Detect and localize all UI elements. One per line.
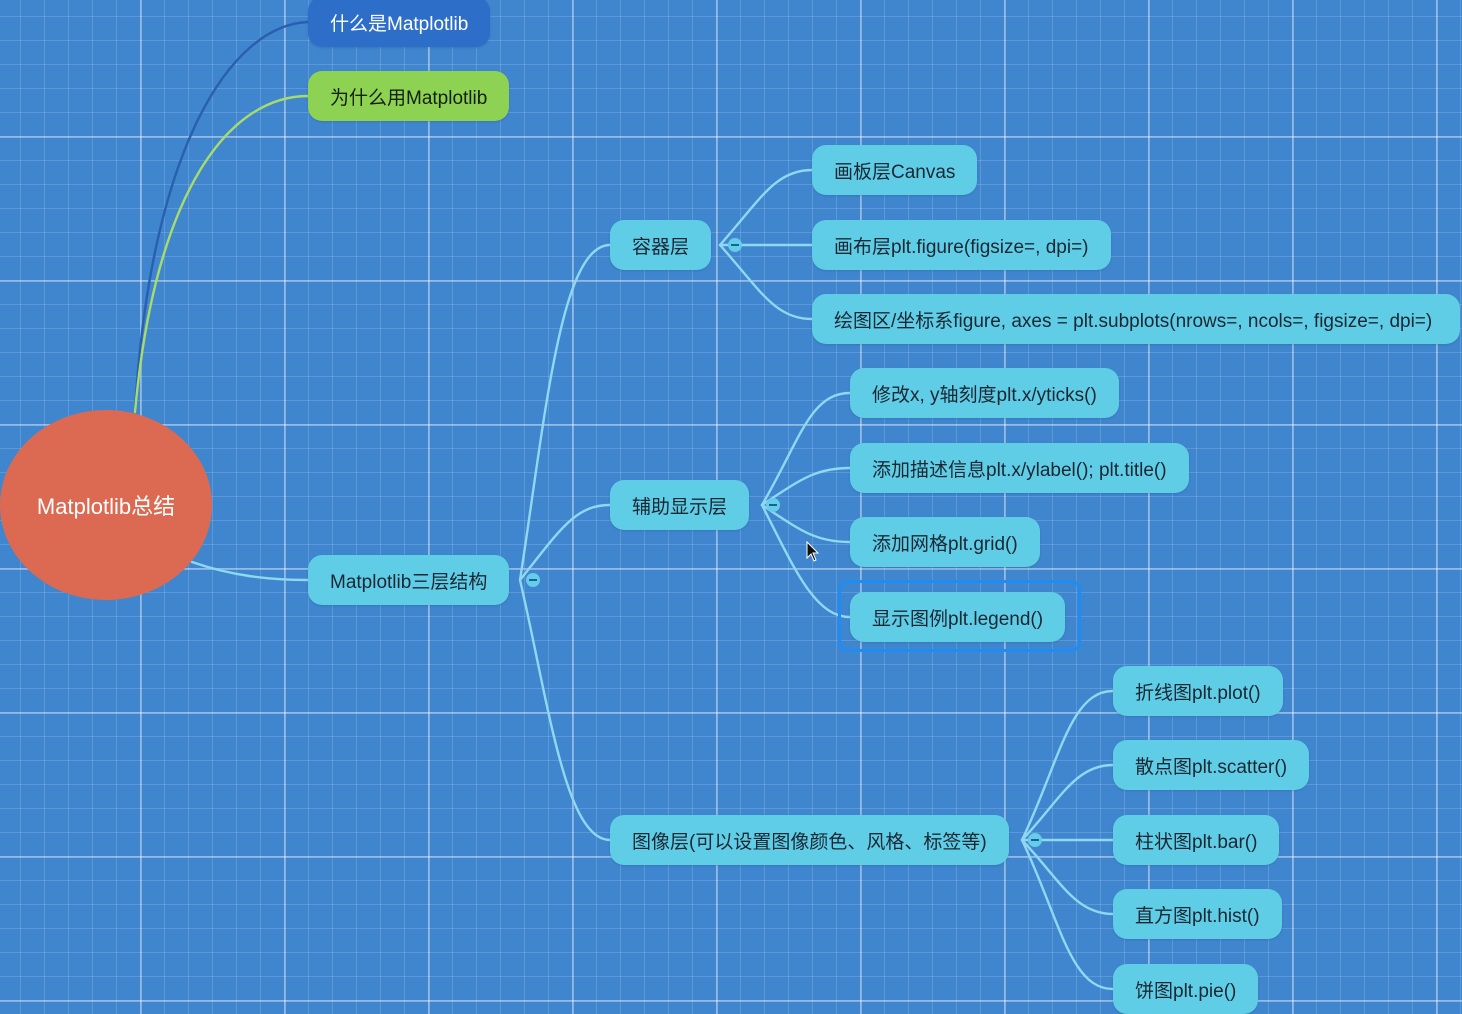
- link-image-scatter: [1020, 763, 1115, 842]
- minus-icon: [1031, 839, 1039, 841]
- link-container-axes: [718, 243, 814, 321]
- subtopic-canvas[interactable]: 画板层Canvas: [812, 145, 978, 195]
- topic-label: 饼图plt.pie(): [1135, 980, 1237, 1002]
- mouse-cursor-icon: [806, 541, 820, 562]
- topic-three-layer-structure[interactable]: Matplotlib三层结构: [308, 555, 510, 605]
- topic-label: 画板层Canvas: [834, 161, 956, 183]
- topic-why-matplotlib[interactable]: 为什么用Matplotlib: [308, 71, 510, 121]
- topic-label: 添加网格plt.grid(): [872, 533, 1018, 555]
- subtopic-axes[interactable]: 绘图区/坐标系figure, axes = plt.subplots(nrows…: [812, 294, 1460, 344]
- topic-label: 添加描述信息plt.x/ylabel(); plt.title(): [872, 459, 1167, 481]
- minus-icon: [529, 579, 537, 581]
- topic-container-layer[interactable]: 容器层: [610, 220, 712, 270]
- topic-label: 为什么用Matplotlib: [330, 87, 488, 109]
- topic-label: Matplotlib三层结构: [330, 571, 488, 593]
- collapse-toggle-container[interactable]: [728, 238, 742, 252]
- selection-outline: [838, 580, 1081, 652]
- link-container-canvas: [718, 168, 814, 247]
- subtopic-figure[interactable]: 画布层plt.figure(figsize=, dpi=): [812, 220, 1111, 270]
- link-image-hist: [1020, 838, 1115, 916]
- root-topic-label: Matplotlib总结: [36, 494, 176, 519]
- topic-label: 容器层: [632, 236, 690, 258]
- topic-label: 显示图例plt.legend(): [872, 608, 1044, 630]
- link-aux-grid: [760, 503, 852, 544]
- topic-label: 画布层plt.figure(figsize=, dpi=): [834, 236, 1089, 258]
- topic-label: 什么是Matplotlib: [330, 13, 469, 35]
- subtopic-scatter[interactable]: 散点图plt.scatter(): [1113, 740, 1310, 790]
- collapse-toggle-image[interactable]: [1028, 833, 1042, 847]
- subtopic-bar[interactable]: 柱状图plt.bar(): [1113, 815, 1280, 865]
- minus-icon: [769, 504, 777, 506]
- collapse-toggle-auxiliary[interactable]: [766, 498, 780, 512]
- topic-label: 直方图plt.hist(): [1135, 905, 1260, 927]
- topic-image-layer[interactable]: 图像层(可以设置图像颜色、风格、标签等): [610, 815, 1009, 865]
- subtopic-hist[interactable]: 直方图plt.hist(): [1113, 889, 1282, 939]
- topic-label: 图像层(可以设置图像颜色、风格、标签等): [632, 831, 987, 853]
- subtopic-grid[interactable]: 添加网格plt.grid(): [850, 517, 1040, 567]
- minus-icon: [731, 244, 739, 246]
- link-root-why: [133, 94, 310, 414]
- subtopic-ticks[interactable]: 修改x, y轴刻度plt.x/yticks(): [850, 368, 1119, 418]
- link-aux-ticks: [760, 391, 852, 507]
- link-root-structure: [190, 560, 310, 582]
- link-structure-auxiliary: [518, 503, 612, 582]
- topic-label: 柱状图plt.bar(): [1135, 831, 1258, 853]
- subtopic-legend[interactable]: 显示图例plt.legend(): [850, 592, 1066, 642]
- topic-label: 辅助显示层: [632, 496, 728, 518]
- topic-label: 修改x, y轴刻度plt.x/yticks(): [872, 384, 1097, 406]
- subtopic-plot[interactable]: 折线图plt.plot(): [1113, 666, 1283, 716]
- link-structure-image: [518, 578, 612, 842]
- subtopic-pie[interactable]: 饼图plt.pie(): [1113, 964, 1259, 1014]
- topic-label: 散点图plt.scatter(): [1135, 756, 1288, 778]
- link-root-what: [133, 20, 310, 414]
- topic-label: 折线图plt.plot(): [1135, 682, 1261, 704]
- link-image-pie: [1020, 838, 1115, 991]
- root-topic[interactable]: Matplotlib总结: [0, 410, 212, 600]
- topic-label: 绘图区/坐标系figure, axes = plt.subplots(nrows…: [834, 310, 1433, 332]
- topic-auxiliary-layer[interactable]: 辅助显示层: [610, 480, 750, 530]
- collapse-toggle-structure[interactable]: [526, 573, 540, 587]
- link-aux-label: [760, 466, 852, 507]
- link-structure-container: [518, 243, 612, 582]
- subtopic-labels[interactable]: 添加描述信息plt.x/ylabel(); plt.title(): [850, 443, 1189, 493]
- topic-what-is-matplotlib[interactable]: 什么是Matplotlib: [308, 0, 491, 47]
- link-image-plot: [1020, 689, 1115, 842]
